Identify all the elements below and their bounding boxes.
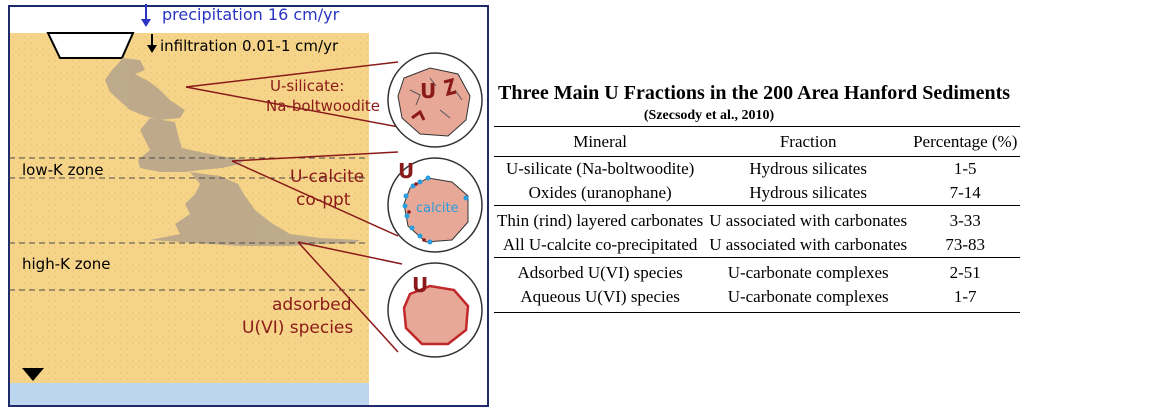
table-row: U-silicate (Na-boltwoodite) Hydrous sili…: [494, 157, 1020, 182]
circle-u-label-1: U: [420, 79, 436, 103]
cell-percentage: 1-5: [910, 157, 1020, 182]
silicate-label-line1: U-silicate:: [270, 77, 344, 95]
cell-fraction: U associated with carbonates: [706, 206, 910, 234]
header-mineral: Mineral: [494, 127, 706, 157]
cell-fraction: Hydrous silicates: [706, 181, 910, 206]
high-k-zone-label: high-K zone: [22, 255, 111, 273]
fractions-table-panel: Three Main U Fractions in the 200 Area H…: [490, 0, 1151, 409]
table-row: Thin (rind) layered carbonates U associa…: [494, 206, 1020, 234]
table-header-row: Mineral Fraction Percentage (%): [494, 127, 1020, 157]
table-title: Three Main U Fractions in the 200 Area H…: [498, 82, 1010, 105]
cell-mineral: Aqueous U(VI) species: [494, 285, 706, 313]
table-subtitle: (Szecsody et al., 2010): [490, 108, 928, 124]
table-row: All U-calcite co-precipitated U associat…: [494, 233, 1020, 258]
cell-percentage: 3-33: [910, 206, 1020, 234]
circle-u-label-3: U: [412, 273, 428, 297]
circle-calcite-label: calcite: [416, 201, 459, 216]
calcite-label-line1: U-calcite: [290, 167, 364, 187]
calcite-grain-circle: U calcite: [388, 158, 482, 252]
table-row: Oxides (uranophane) Hydrous silicates 7-…: [494, 181, 1020, 206]
cell-mineral: U-silicate (Na-boltwoodite): [494, 157, 706, 182]
adsorbed-label-line2: U(VI) species: [242, 318, 353, 338]
cell-percentage: 1-7: [910, 285, 1020, 313]
cell-percentage: 73-83: [910, 233, 1020, 258]
cell-fraction: U associated with carbonates: [706, 233, 910, 258]
header-percentage: Percentage (%): [910, 127, 1020, 157]
cell-fraction: U-carbonate complexes: [706, 285, 910, 313]
cell-percentage: 2-51: [910, 258, 1020, 286]
low-k-zone-label: low-K zone: [22, 161, 103, 179]
adsorbed-grain-circle: U: [388, 263, 482, 357]
infiltration-label: infiltration 0.01-1 cm/yr: [160, 37, 339, 55]
cell-mineral: Oxides (uranophane): [494, 181, 706, 206]
adsorbed-label-line1: adsorbed: [272, 295, 352, 315]
vadose-zone-diagram: precipitation 16 cm/yr infiltration 0.01…: [0, 0, 490, 409]
cell-fraction: Hydrous silicates: [706, 157, 910, 182]
fractions-table: Mineral Fraction Percentage (%) U-silica…: [494, 126, 1020, 313]
groundwater-layer: [9, 383, 369, 405]
cell-percentage: 7-14: [910, 181, 1020, 206]
cell-fraction: U-carbonate complexes: [706, 258, 910, 286]
circle-u-label-2: U: [398, 159, 414, 183]
precipitation-label: precipitation 16 cm/yr: [162, 5, 340, 24]
cell-mineral: All U-calcite co-precipitated: [494, 233, 706, 258]
silicate-grain-circle: U: [388, 53, 482, 147]
surface-trench: [48, 33, 133, 58]
table-row: Adsorbed U(VI) species U-carbonate compl…: [494, 258, 1020, 286]
header-fraction: Fraction: [706, 127, 910, 157]
table-row: Aqueous U(VI) species U-carbonate comple…: [494, 285, 1020, 313]
cell-mineral: Adsorbed U(VI) species: [494, 258, 706, 286]
cell-mineral: Thin (rind) layered carbonates: [494, 206, 706, 234]
